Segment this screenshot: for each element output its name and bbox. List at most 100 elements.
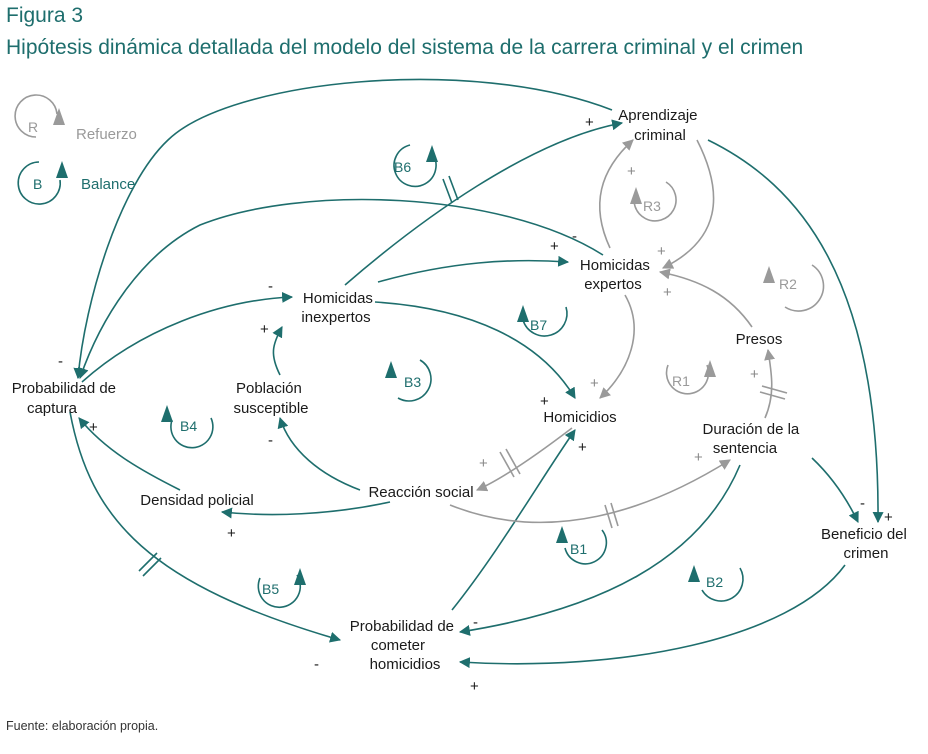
delay-mark	[759, 385, 788, 400]
loop-arrowhead-icon	[556, 526, 568, 543]
node-probabilidad-cometer: Probabilidad de cometer homicidios	[350, 618, 458, 673]
node-homicidios: Homicidios	[543, 409, 616, 426]
sign-minus: -	[473, 614, 478, 631]
figure-title: Hipótesis dinámica detallada del modelo …	[6, 36, 804, 59]
loop-arrowhead-icon	[385, 361, 397, 378]
loop-arrowhead-icon	[763, 266, 775, 283]
loop-r2-label: R2	[779, 276, 797, 292]
node-beneficio-crimen: Beneficio del crimen	[821, 526, 911, 562]
sign-minus: -	[572, 228, 577, 245]
link-presos-expertos	[658, 268, 753, 328]
sign-plus: +	[590, 375, 599, 392]
link-inexpertos-expertos	[377, 255, 570, 283]
link-aprendizaje-expertos	[662, 139, 715, 269]
loop-b5: B5	[257, 568, 306, 609]
reinforcing-loop-icon	[14, 94, 58, 138]
sign-minus: -	[268, 432, 273, 449]
sign-plus: +	[657, 243, 666, 260]
loop-b4-label: B4	[180, 418, 197, 434]
link-reaccion-poblacion	[277, 416, 361, 491]
link-expertos-homicidios	[599, 294, 635, 399]
sign-minus: -	[268, 278, 273, 295]
link-captura-inexpertos	[81, 291, 294, 383]
loop-b3: B3	[385, 359, 432, 402]
node-poblacion-susceptible: Población susceptible	[233, 380, 308, 417]
balancing-loop-icon	[17, 161, 62, 205]
link-duracion-presos	[764, 348, 775, 419]
loop-b7: B7	[517, 305, 568, 337]
link-beneficio-cometer	[458, 564, 846, 669]
loop-arrowhead-icon	[161, 405, 173, 422]
sign-plus: +	[585, 114, 594, 131]
loop-b4: B4	[161, 405, 214, 449]
delay-mark	[604, 502, 619, 529]
sign-plus: +	[540, 393, 549, 410]
node-homicidas-inexpertos: Homicidas inexpertos	[301, 290, 377, 326]
sign-plus: +	[694, 449, 703, 466]
polarity-signs: + + - - + - + - + + + - - + - + + + + + …	[58, 114, 893, 695]
link-inexpertos-aprendizaje	[344, 119, 624, 286]
loop-b2: B2	[688, 565, 744, 602]
sign-minus: -	[314, 656, 319, 673]
loop-arrowhead-icon	[53, 108, 65, 125]
loop-b7-label: B7	[530, 317, 547, 333]
node-reaccion-social: Reacción social	[368, 484, 473, 501]
legend: R Refuerzo B Balance	[14, 94, 137, 205]
loop-arrowhead-icon	[688, 565, 700, 582]
delay-mark	[442, 175, 459, 204]
link-homicidios-reaccion	[475, 427, 573, 492]
link-expertos-aprendizaje	[598, 139, 634, 249]
sign-plus: +	[663, 284, 672, 301]
link-duracion-cometer	[458, 464, 741, 636]
link-cometer-homicidios	[451, 429, 576, 611]
sign-minus: -	[58, 353, 63, 370]
node-homicidas-expertos: Homicidas expertos	[580, 257, 654, 293]
link-captura-cometer	[69, 411, 342, 643]
loop-arrowhead-icon	[56, 161, 68, 178]
loop-r3-label: R3	[643, 198, 661, 214]
legend-balancing: B Balance	[17, 161, 135, 205]
link-duracion-beneficio	[811, 457, 859, 523]
node-aprendizaje-criminal: Aprendizaje criminal	[618, 107, 701, 144]
delay-mark	[138, 552, 162, 577]
sign-plus: +	[227, 525, 236, 542]
legend-r-label: Refuerzo	[76, 126, 137, 143]
sign-plus: +	[884, 509, 893, 526]
link-inexpertos-homicidios	[374, 301, 576, 399]
legend-r-symbol: R	[28, 119, 38, 135]
legend-b-label: Balance	[81, 176, 135, 193]
link-poblacion-inexpertos	[272, 326, 283, 376]
loop-indicators: B6 R3 R2 B7 B3 R1 B4	[161, 144, 825, 609]
loop-r2: R2	[763, 264, 825, 312]
link-aprendizaje-captura	[73, 78, 613, 380]
loop-arrowhead-icon	[704, 360, 716, 377]
figure-source: Fuente: elaboración propia.	[6, 719, 159, 733]
sign-plus: +	[470, 678, 479, 695]
link-aprendizaje-beneficio	[707, 139, 884, 524]
figure-label: Figura 3	[6, 4, 84, 27]
reinforcing-links	[449, 139, 775, 524]
loop-arrowhead-icon	[630, 187, 642, 204]
legend-b-symbol: B	[33, 176, 42, 192]
loop-b3-label: B3	[404, 374, 421, 390]
node-presos: Presos	[736, 331, 783, 348]
link-reaccion-densidad	[220, 501, 391, 519]
node-probabilidad-captura: Probabilidad de captura	[12, 380, 120, 417]
legend-reinforcing: R Refuerzo	[14, 94, 137, 143]
loop-b1-label: B1	[570, 541, 587, 557]
sign-plus: +	[627, 163, 636, 180]
balance-links	[69, 78, 884, 669]
nodes: Aprendizaje criminal Homicidas expertos …	[12, 107, 911, 673]
delay-marks	[138, 175, 788, 577]
link-expertos-captura	[78, 198, 604, 380]
sign-plus: +	[750, 366, 759, 383]
loop-arrowhead-icon	[517, 305, 529, 322]
sign-plus: +	[479, 455, 488, 472]
node-duracion-sentencia: Duración de la sentencia	[703, 421, 804, 457]
loop-b5-label: B5	[262, 581, 279, 597]
delay-mark	[499, 448, 521, 478]
loop-b6: B6	[393, 144, 438, 188]
sign-plus: +	[550, 238, 559, 255]
sign-plus: +	[89, 419, 98, 436]
